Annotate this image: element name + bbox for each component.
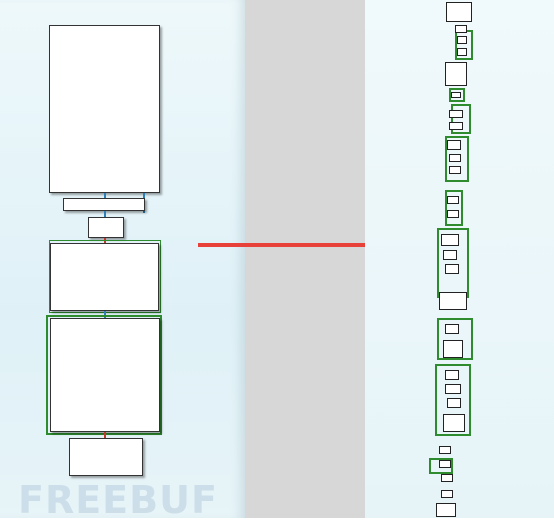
graph-block[interactable]: [449, 154, 461, 162]
graph-block[interactable]: [50, 318, 160, 432]
graph-block[interactable]: [443, 414, 465, 432]
graph-block[interactable]: [449, 110, 463, 118]
graph-block[interactable]: [455, 25, 467, 33]
graph-block[interactable]: [439, 460, 451, 468]
graph-block[interactable]: [69, 438, 143, 476]
graph-block[interactable]: [445, 370, 459, 380]
graph-block[interactable]: [49, 25, 160, 193]
loop-group-frame: [449, 88, 465, 102]
loop-group-frame: [437, 318, 473, 360]
graph-block[interactable]: [457, 48, 467, 56]
graph-block[interactable]: [63, 198, 145, 211]
graph-block[interactable]: [441, 474, 453, 482]
graph-block[interactable]: [443, 340, 463, 358]
graph-block[interactable]: [445, 62, 467, 86]
graph-block[interactable]: [457, 36, 467, 44]
loop-group-frame: [435, 364, 471, 436]
loop-group-frame: [451, 104, 471, 134]
graph-block[interactable]: [447, 210, 459, 218]
freebuf-watermark: FREEBUF: [18, 478, 218, 522]
original-graph-pane: FREEBUF: [0, 0, 245, 522]
graph-block[interactable]: [449, 166, 461, 174]
graph-edge: [104, 211, 106, 217]
graph-block[interactable]: [446, 2, 472, 22]
loop-group-frame: [429, 458, 453, 474]
graph-edge: [104, 311, 106, 318]
graph-block[interactable]: [50, 243, 159, 311]
graph-block[interactable]: [447, 140, 461, 150]
graph-block[interactable]: [445, 384, 461, 394]
graph-block[interactable]: [436, 503, 456, 517]
graph-block[interactable]: [439, 292, 467, 310]
graph-block[interactable]: [445, 264, 459, 274]
graph-block[interactable]: [449, 122, 463, 130]
loop-group-frame: [445, 136, 469, 182]
loop-group-frame: [445, 190, 463, 226]
graph-block[interactable]: [447, 196, 459, 204]
graph-block[interactable]: [439, 446, 451, 454]
graph-block[interactable]: [447, 398, 461, 408]
graph-block[interactable]: [441, 490, 453, 498]
graph-block[interactable]: [441, 234, 459, 246]
divider-pane: [245, 0, 365, 518]
graph-block[interactable]: [451, 92, 461, 98]
graph-edge: [104, 193, 106, 198]
obfuscated-graph-pane: [365, 0, 554, 518]
graph-block[interactable]: [443, 250, 457, 260]
graph-block[interactable]: [445, 324, 459, 334]
graph-edge: [104, 432, 106, 438]
right-arrow-icon: [198, 232, 400, 258]
graph-block[interactable]: [88, 217, 124, 238]
